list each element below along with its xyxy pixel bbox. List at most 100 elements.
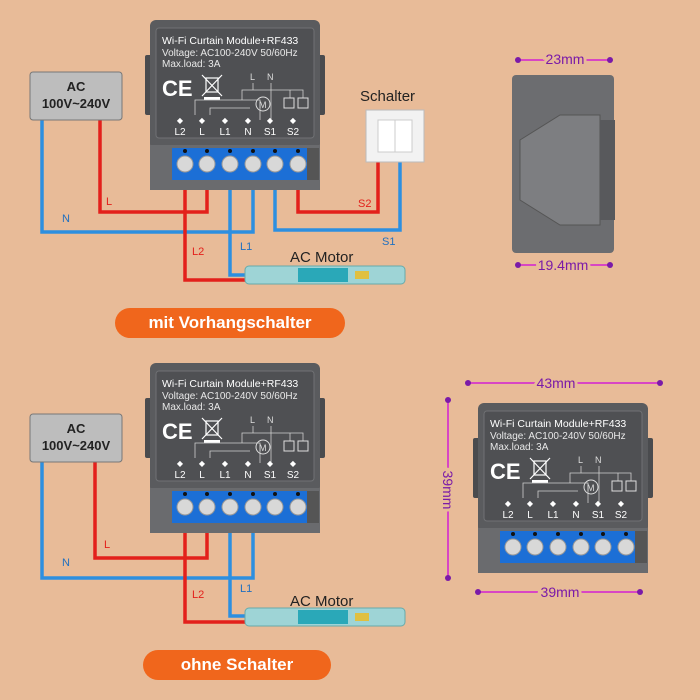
terminal-arrow-icon: ◆ bbox=[222, 116, 229, 125]
terminal-screw[interactable] bbox=[504, 538, 522, 556]
terminal-arrow-icon: ◆ bbox=[177, 459, 184, 468]
ac-motor-top bbox=[244, 265, 406, 285]
dimension-endpoint bbox=[515, 57, 521, 63]
wall-switch[interactable] bbox=[365, 109, 425, 163]
module-voltage: Voltage: AC100-240V 50/60Hz bbox=[162, 48, 298, 59]
terminal-screw[interactable] bbox=[244, 498, 262, 516]
schematic-N: N bbox=[267, 72, 274, 82]
terminal-screw[interactable] bbox=[176, 498, 194, 516]
terminal-screw[interactable] bbox=[221, 155, 239, 173]
relay-icon bbox=[611, 480, 623, 492]
terminal-screw[interactable] bbox=[198, 498, 216, 516]
terminal-screw[interactable] bbox=[176, 155, 194, 173]
terminal-screw[interactable] bbox=[526, 538, 544, 556]
dimension-endpoint bbox=[445, 397, 451, 403]
terminal-arrow-icon: ◆ bbox=[199, 459, 206, 468]
schematic-lines bbox=[522, 466, 632, 503]
relay-icon bbox=[297, 440, 309, 452]
terminal-screw[interactable] bbox=[198, 155, 216, 173]
wire-L1 bbox=[228, 513, 250, 618]
module-title: Wi-Fi Curtain Module+RF433 bbox=[162, 378, 298, 390]
dimension-endpoint bbox=[465, 380, 471, 386]
terminal-vents bbox=[307, 148, 319, 180]
terminal-arrow-icon: ◆ bbox=[505, 499, 512, 508]
terminal-label-l1: L1 bbox=[219, 470, 231, 481]
terminal-screw[interactable] bbox=[289, 155, 307, 173]
module-voltage: Voltage: AC100-240V 50/60Hz bbox=[162, 391, 298, 402]
module-maxload: Max.load: 3A bbox=[162, 402, 221, 413]
ce-mark: CE bbox=[490, 459, 521, 484]
wire-S1 bbox=[273, 160, 402, 232]
terminal-screw[interactable] bbox=[549, 538, 567, 556]
terminal-arrow-icon: ◆ bbox=[618, 499, 625, 508]
terminal-arrow-icon: ◆ bbox=[290, 459, 297, 468]
terminal-block bbox=[172, 491, 307, 523]
terminal-arrow-icon: ◆ bbox=[222, 459, 229, 468]
terminal-screw[interactable] bbox=[594, 538, 612, 556]
ac-label: AC bbox=[67, 79, 86, 94]
schematic-N: N bbox=[595, 455, 602, 465]
terminal-arrow-icon: ◆ bbox=[290, 116, 297, 125]
terminal-arrow-icon: ◆ bbox=[527, 499, 534, 508]
schematic-L: L bbox=[250, 72, 255, 82]
ac-motor-bottom bbox=[244, 607, 406, 627]
module-title: Wi-Fi Curtain Module+RF433 bbox=[490, 418, 626, 430]
wire-label-S2: S2 bbox=[358, 198, 371, 210]
label-panel bbox=[155, 27, 315, 139]
terminal-label-n: N bbox=[572, 510, 579, 521]
terminal-screw[interactable] bbox=[572, 538, 590, 556]
wire-L1 bbox=[228, 170, 250, 277]
wire-label-L: L bbox=[106, 196, 112, 208]
ce-mark: CE bbox=[162, 76, 193, 101]
module-maxload: Max.load: 3A bbox=[162, 59, 221, 70]
relay-icon bbox=[625, 480, 637, 492]
terminal-arrow-icon: ◆ bbox=[595, 499, 602, 508]
wire-label-L1: L1 bbox=[240, 241, 252, 253]
schematic-L: L bbox=[578, 455, 583, 465]
terminal-label-s2: S2 bbox=[287, 470, 300, 481]
dimension-endpoint bbox=[475, 589, 481, 595]
dimension-height: 39mm bbox=[440, 471, 456, 510]
dimension-depth-bottom: 19.4mm bbox=[538, 257, 589, 273]
terminal-label-s2: S2 bbox=[287, 127, 300, 138]
dimension-depth-top: 23mm bbox=[546, 51, 585, 67]
motor-symbol-icon bbox=[583, 479, 599, 495]
weee-bin-icon bbox=[201, 74, 223, 100]
terminal-screw[interactable] bbox=[289, 498, 307, 516]
terminal-label-l1: L1 bbox=[219, 127, 231, 138]
module-title: Wi-Fi Curtain Module+RF433 bbox=[162, 35, 298, 47]
terminal-screw[interactable] bbox=[266, 498, 284, 516]
terminal-label-l1: L1 bbox=[547, 510, 559, 521]
terminal-arrow-icon: ◆ bbox=[267, 116, 274, 125]
module-side-view bbox=[512, 75, 615, 253]
wire-label-L2: L2 bbox=[192, 246, 204, 258]
relay-icon bbox=[283, 97, 295, 109]
terminal-label-l: L bbox=[199, 127, 205, 138]
terminal-screw[interactable] bbox=[221, 498, 239, 516]
motor-label-top: AC Motor bbox=[290, 249, 353, 266]
schematic-N: N bbox=[267, 415, 274, 425]
ac-voltage: 100V~240V bbox=[42, 438, 111, 453]
terminal-screw[interactable] bbox=[244, 155, 262, 173]
terminal-screw[interactable] bbox=[617, 538, 635, 556]
terminal-label-s2: S2 bbox=[615, 510, 628, 521]
ac-label: AC bbox=[67, 421, 86, 436]
terminal-vents bbox=[635, 531, 647, 563]
terminal-arrow-icon: ◆ bbox=[177, 116, 184, 125]
wire-L bbox=[93, 460, 209, 560]
wire-label-N: N bbox=[62, 213, 70, 225]
caption-with-switch: mit Vorhangschalter bbox=[115, 308, 345, 338]
dimension-width-top: 43mm bbox=[537, 375, 576, 391]
terminal-arrow-icon: ◆ bbox=[573, 499, 580, 508]
terminal-label-n: N bbox=[244, 470, 251, 481]
terminal-label-s1: S1 bbox=[264, 127, 277, 138]
label-panel bbox=[483, 410, 643, 522]
terminal-screw[interactable] bbox=[266, 155, 284, 173]
wire-N bbox=[40, 118, 255, 234]
wire-S2 bbox=[296, 160, 380, 214]
wire-L bbox=[98, 118, 209, 214]
